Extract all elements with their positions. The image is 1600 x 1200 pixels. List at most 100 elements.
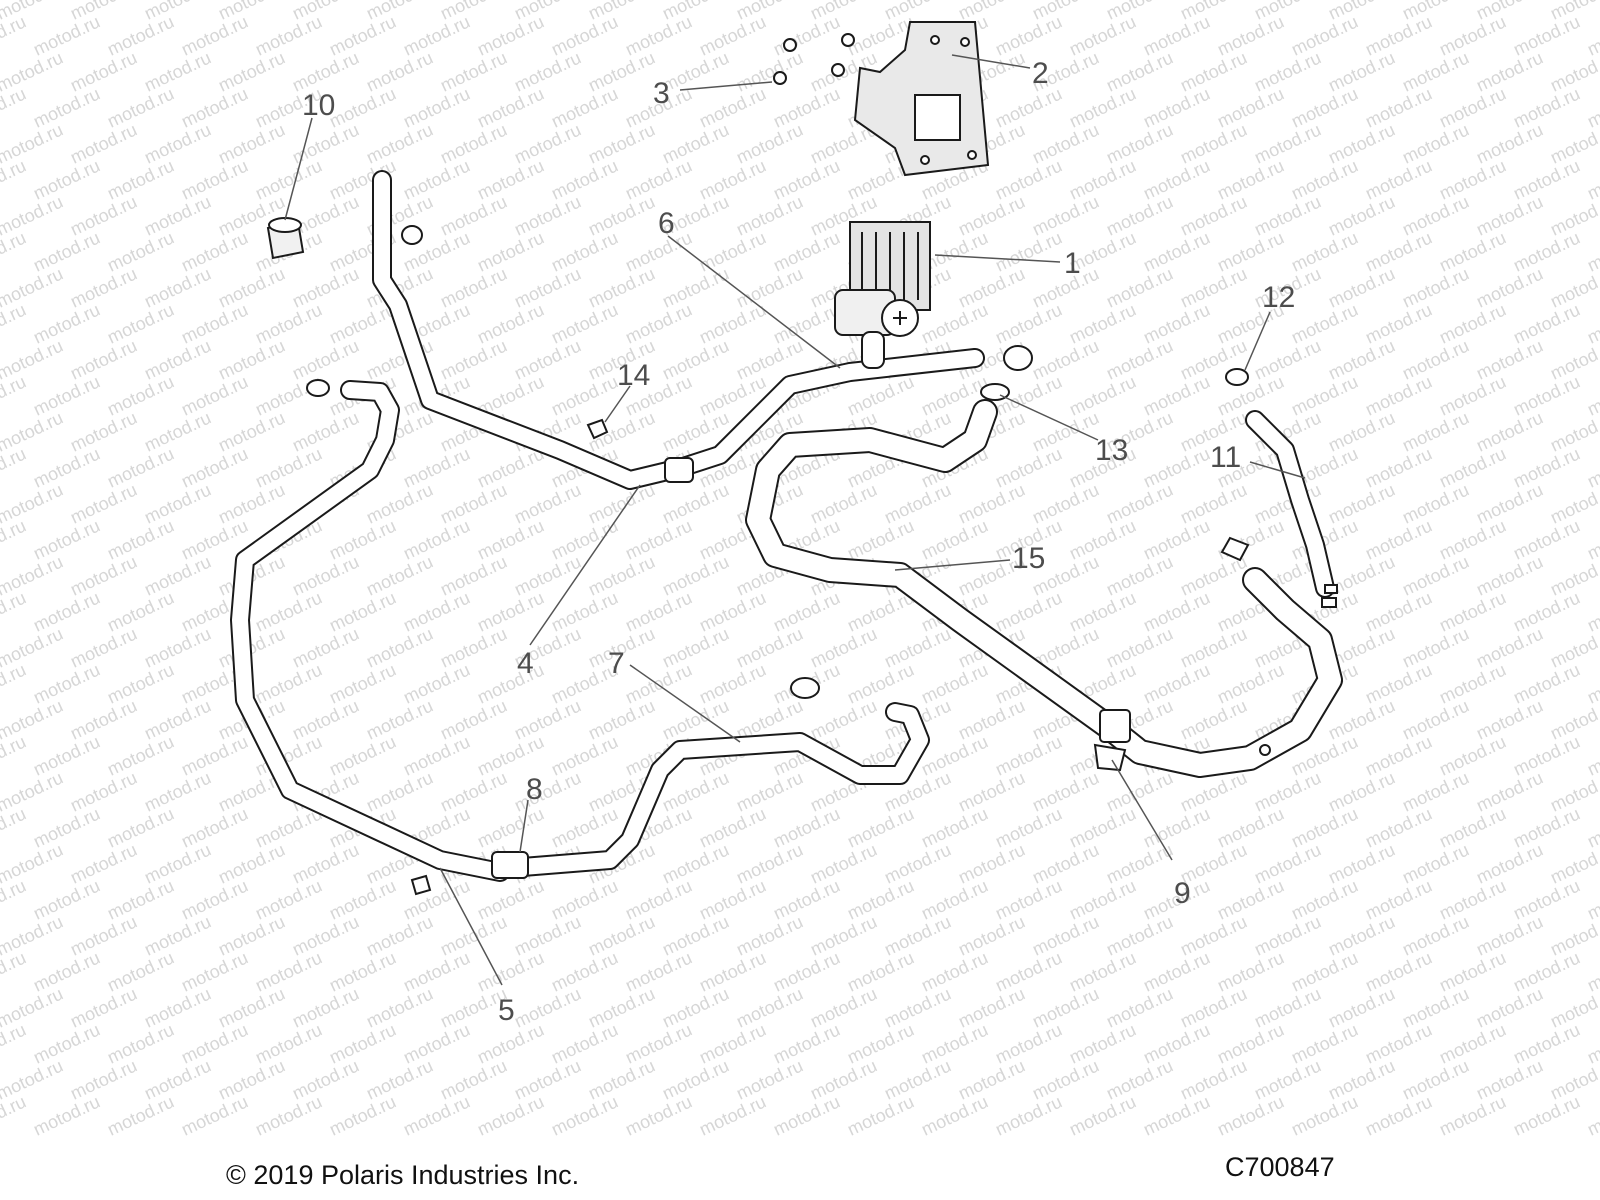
watermark-text: motod.ru: [0, 11, 29, 59]
watermark-text: motod.ru: [67, 983, 140, 1031]
watermark-text: motod.ru: [1066, 11, 1139, 59]
watermark-text: motod.ru: [104, 1019, 177, 1067]
watermark-text: motod.ru: [659, 119, 732, 167]
watermark-text: motod.ru: [1288, 1019, 1361, 1067]
watermark-text: motod.ru: [215, 263, 288, 311]
watermark-text: motod.ru: [1140, 515, 1213, 563]
watermark-text: motod.ru: [1510, 947, 1583, 995]
watermark-text: motod.ru: [1066, 803, 1139, 851]
leader-7: [629, 664, 741, 743]
watermark-text: motod.ru: [1362, 1019, 1435, 1067]
watermark-text: motod.ru: [770, 947, 843, 995]
watermark-text: motod.ru: [585, 1055, 658, 1103]
watermark-text: motod.ru: [1177, 263, 1250, 311]
callout-6: 6: [658, 207, 675, 240]
watermark-text: motod.ru: [1436, 11, 1509, 59]
watermark-text: motod.ru: [585, 119, 658, 167]
watermark-text: motod.ru: [0, 659, 29, 707]
watermark-text: motod.ru: [1584, 1019, 1600, 1067]
watermark-text: motod.ru: [1251, 767, 1324, 815]
callout-8: 8: [526, 773, 543, 806]
watermark-text: motod.ru: [67, 695, 140, 743]
watermark-text: motod.ru: [511, 767, 584, 815]
watermark-text: motod.ru: [1140, 371, 1213, 419]
watermark-text: motod.ru: [1584, 371, 1600, 419]
watermark-text: motod.ru: [585, 263, 658, 311]
watermark-text: motod.ru: [1177, 623, 1250, 671]
watermark-text: motod.ru: [0, 731, 29, 779]
watermark-text: motod.ru: [437, 479, 510, 527]
watermark-text: motod.ru: [1399, 47, 1472, 95]
watermark-text: motod.ru: [918, 1019, 991, 1067]
watermark-text: motod.ru: [1473, 47, 1546, 95]
watermark-text: motod.ru: [215, 335, 288, 383]
watermark-text: motod.ru: [104, 875, 177, 923]
watermark-text: motod.ru: [844, 1091, 917, 1139]
watermark-text: motod.ru: [696, 587, 769, 635]
watermark-text: motod.ru: [807, 479, 880, 527]
watermark-text: motod.ru: [1251, 839, 1324, 887]
watermark-text: motod.ru: [1177, 1055, 1250, 1103]
watermark-text: motod.ru: [733, 263, 806, 311]
watermark-text: motod.ru: [1510, 83, 1583, 131]
watermark-text: motod.ru: [1325, 695, 1398, 743]
watermark-text: motod.ru: [0, 83, 29, 131]
watermark-text: motod.ru: [992, 443, 1065, 491]
watermark-text: motod.ru: [1510, 875, 1583, 923]
watermark-text: motod.ru: [1436, 227, 1509, 275]
watermark-text: motod.ru: [1029, 767, 1102, 815]
watermark-text: motod.ru: [289, 263, 362, 311]
watermark-text: motod.ru: [1177, 983, 1250, 1031]
watermark-text: motod.ru: [733, 623, 806, 671]
watermark-text: motod.ru: [585, 551, 658, 599]
watermark-text: motod.ru: [437, 335, 510, 383]
watermark-text: motod.ru: [252, 1019, 325, 1067]
watermark-text: motod.ru: [67, 479, 140, 527]
watermark-text: motod.ru: [1362, 371, 1435, 419]
watermark-text: motod.ru: [474, 299, 547, 347]
watermark-text: motod.ru: [1325, 1055, 1398, 1103]
watermark-text: motod.ru: [1140, 587, 1213, 635]
watermark-text: motod.ru: [1325, 191, 1398, 239]
watermark-text: motod.ru: [289, 983, 362, 1031]
watermark-text: motod.ru: [104, 371, 177, 419]
watermark-text: motod.ru: [215, 479, 288, 527]
watermark-text: motod.ru: [0, 371, 29, 419]
watermark-text: motod.ru: [104, 155, 177, 203]
watermark-text: motod.ru: [881, 623, 954, 671]
watermark-text: motod.ru: [1510, 155, 1583, 203]
watermark-text: motod.ru: [511, 191, 584, 239]
watermark-text: motod.ru: [1362, 155, 1435, 203]
watermark-text: motod.ru: [1473, 551, 1546, 599]
watermark-text: motod.ru: [1362, 1091, 1435, 1139]
watermark-text: motod.ru: [1473, 191, 1546, 239]
watermark-text: motod.ru: [955, 1055, 1028, 1103]
watermark-text: motod.ru: [1325, 407, 1398, 455]
watermark-text: motod.ru: [844, 803, 917, 851]
watermark-text: motod.ru: [1399, 623, 1472, 671]
watermark-text: motod.ru: [1510, 443, 1583, 491]
watermark-text: motod.ru: [622, 515, 695, 563]
watermark-text: motod.ru: [1140, 947, 1213, 995]
watermark-text: motod.ru: [1214, 1091, 1287, 1139]
watermark-text: motod.ru: [1029, 911, 1102, 959]
watermark-text: motod.ru: [1510, 371, 1583, 419]
watermark-text: motod.ru: [67, 263, 140, 311]
watermark-text: motod.ru: [1177, 191, 1250, 239]
leader-4: [529, 484, 641, 646]
leader-14: [604, 385, 631, 423]
hoses: [230, 170, 1343, 882]
watermark-text: motod.ru: [1214, 1019, 1287, 1067]
watermark-text: motod.ru: [1473, 767, 1546, 815]
watermark-text: motod.ru: [1436, 947, 1509, 995]
watermark-text: motod.ru: [67, 623, 140, 671]
watermark-text: motod.ru: [474, 875, 547, 923]
watermark-text: motod.ru: [437, 695, 510, 743]
leader-2: [951, 54, 1031, 69]
watermark-text: motod.ru: [1436, 83, 1509, 131]
watermark-text: motod.ru: [622, 587, 695, 635]
watermark-text: motod.ru: [1214, 83, 1287, 131]
watermark-text: motod.ru: [0, 875, 29, 923]
watermark-text: motod.ru: [733, 983, 806, 1031]
watermark-text: motod.ru: [252, 155, 325, 203]
